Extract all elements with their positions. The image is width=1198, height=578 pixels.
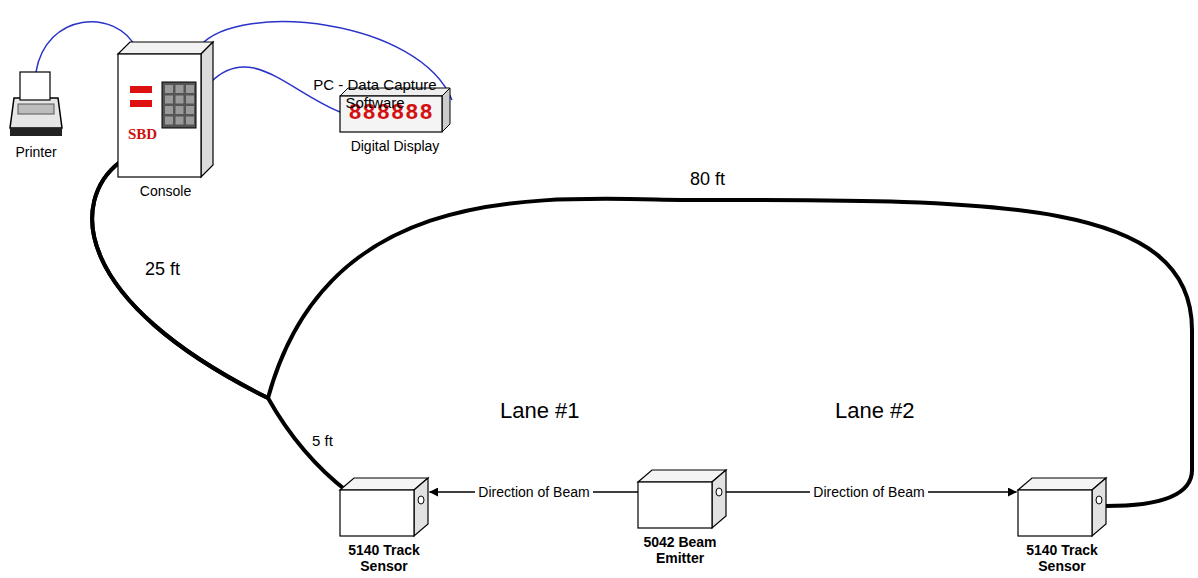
annotation-label: 5 ft bbox=[312, 432, 333, 450]
key bbox=[186, 117, 194, 125]
display-side bbox=[442, 88, 450, 132]
key bbox=[176, 85, 184, 93]
key bbox=[186, 96, 194, 104]
console-node: SBDConsole bbox=[118, 42, 213, 177]
red-bar bbox=[130, 100, 152, 107]
lens bbox=[1096, 496, 1102, 504]
edge-label: Direction of Beam bbox=[475, 484, 592, 500]
keypad bbox=[162, 82, 196, 128]
box-front bbox=[638, 482, 712, 528]
key bbox=[165, 85, 173, 93]
key bbox=[165, 96, 173, 104]
console-side bbox=[201, 42, 213, 177]
key bbox=[186, 85, 194, 93]
annotation-label: 80 ft bbox=[690, 168, 725, 190]
node-caption: Digital Display bbox=[351, 138, 440, 154]
printer-body bbox=[10, 98, 62, 128]
box-front bbox=[340, 490, 414, 536]
box-top bbox=[1018, 478, 1106, 490]
box-side bbox=[1092, 478, 1106, 536]
cable bbox=[92, 162, 1192, 506]
console-drawing bbox=[118, 42, 213, 177]
annotation-label: Lane #2 bbox=[835, 398, 915, 424]
node-caption: Printer bbox=[15, 144, 56, 160]
console-top bbox=[118, 42, 213, 54]
node-caption: 5140 Track Sensor bbox=[1007, 542, 1117, 574]
box-node: 5140 Track Sensor bbox=[340, 478, 428, 536]
key bbox=[176, 117, 184, 125]
node-caption: 5140 Track Sensor bbox=[329, 542, 439, 574]
box-node: 5140 Track Sensor bbox=[1018, 478, 1106, 536]
lens bbox=[418, 496, 424, 504]
box-top bbox=[340, 478, 428, 490]
node-caption: 5042 Beam Emitter bbox=[625, 534, 735, 566]
brand-text: SBD bbox=[128, 126, 157, 143]
console-front bbox=[118, 54, 201, 177]
printer-paper bbox=[20, 72, 50, 100]
box-drawing bbox=[1018, 478, 1106, 536]
key bbox=[186, 106, 194, 114]
box-top bbox=[638, 470, 726, 482]
box-side bbox=[414, 478, 428, 536]
annotation-label: PC - Data Capture Software bbox=[300, 76, 450, 112]
edge-label: Direction of Beam bbox=[810, 484, 927, 500]
key bbox=[165, 106, 173, 114]
box-drawing bbox=[638, 470, 722, 528]
annotation-label: 25 ft bbox=[145, 258, 180, 280]
key bbox=[176, 106, 184, 114]
node-caption: Console bbox=[140, 183, 191, 199]
cable bbox=[92, 162, 348, 492]
box-front bbox=[1018, 490, 1092, 536]
printer-base bbox=[10, 128, 62, 136]
printer-slot bbox=[18, 104, 54, 114]
printer-node: Printer bbox=[8, 68, 64, 138]
key bbox=[165, 117, 173, 125]
box-node: 5042 Beam Emitter bbox=[638, 470, 722, 528]
annotation-label: Lane #1 bbox=[500, 398, 580, 424]
printer-drawing bbox=[8, 68, 64, 138]
red-bar bbox=[130, 86, 152, 93]
box-drawing bbox=[340, 478, 428, 536]
lens bbox=[716, 488, 722, 496]
box-side bbox=[712, 470, 726, 528]
key bbox=[176, 96, 184, 104]
